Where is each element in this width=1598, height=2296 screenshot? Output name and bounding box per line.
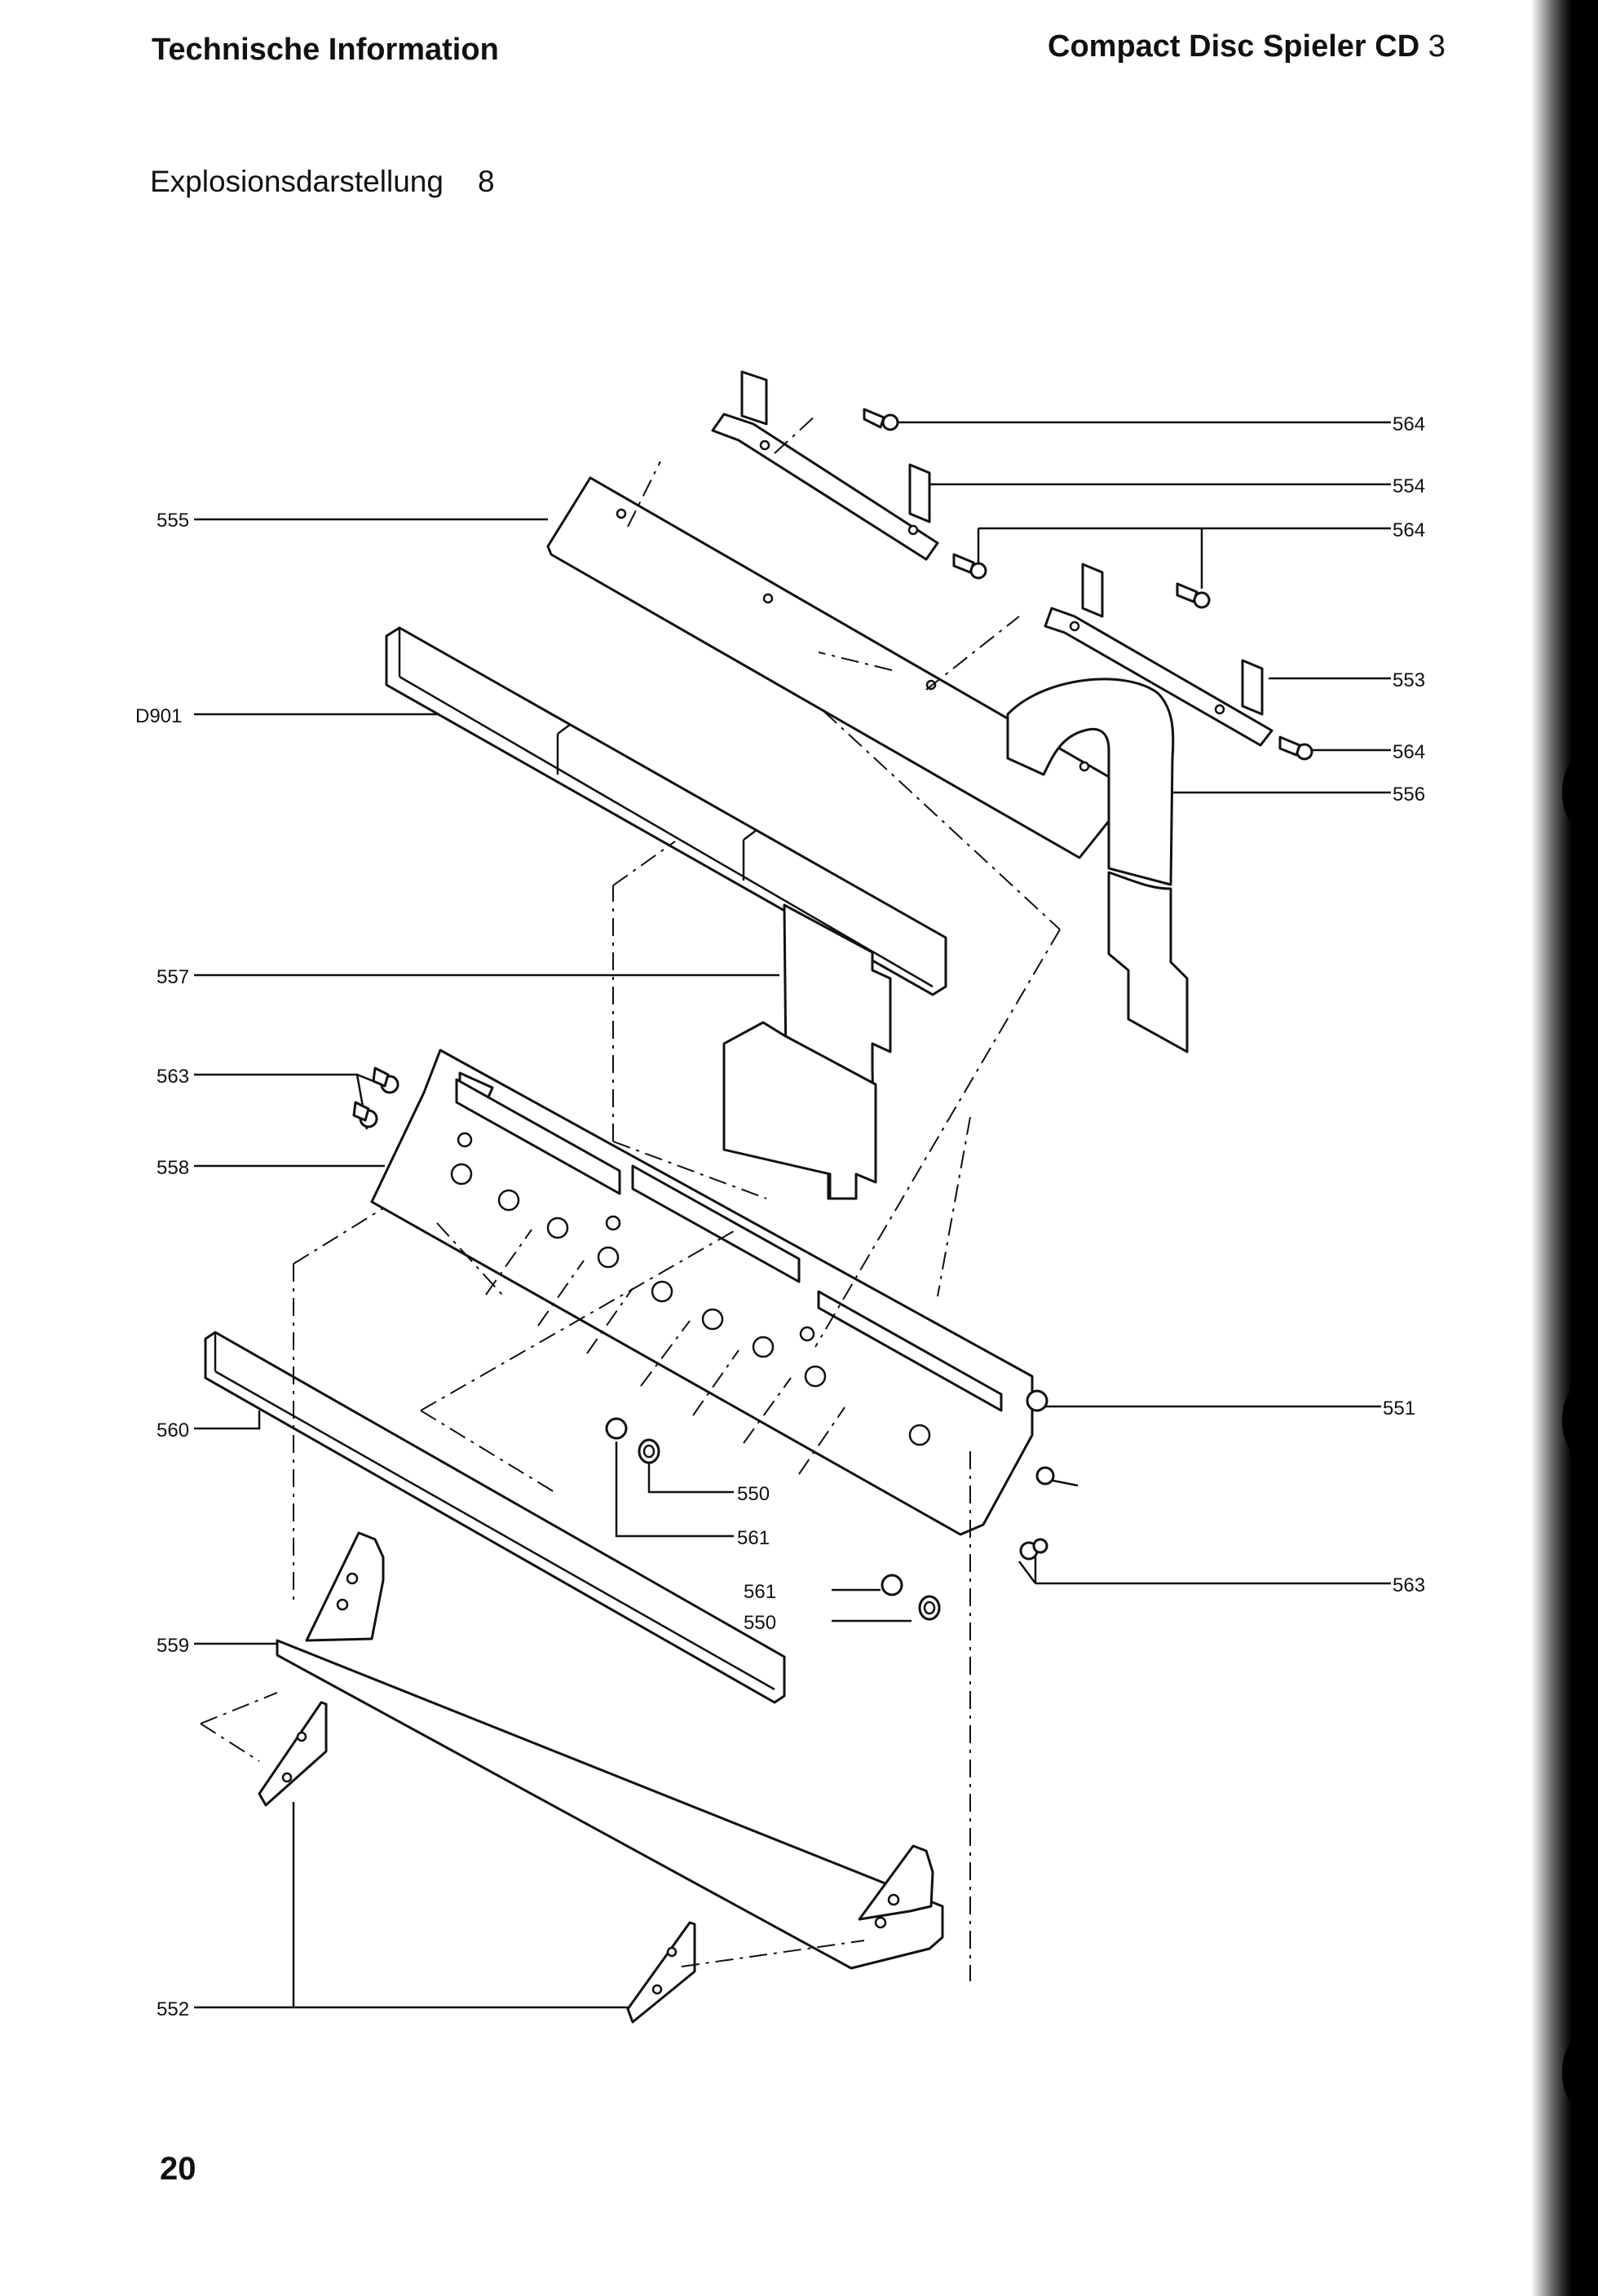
brackets-552 — [258, 1701, 696, 2024]
button-holes — [450, 1132, 931, 1446]
section-heading: Explosionsdarstellung 8 — [150, 165, 495, 199]
label-564-c: 564 — [1393, 741, 1425, 763]
label-563-right: 563 — [1393, 1574, 1425, 1596]
base-bracket-559 — [276, 1531, 944, 1970]
pins-551 — [1019, 1389, 1079, 1561]
label-559: 559 — [157, 1635, 189, 1657]
label-558: 558 — [157, 1157, 189, 1179]
label-550-a: 550 — [737, 1483, 770, 1505]
label-563-left: 563 — [157, 1066, 189, 1088]
front-panel-558 — [370, 1049, 1034, 1536]
display-d901 — [385, 626, 947, 996]
callout-labels-right: 564 554 564 553 564 556 551 563 — [1383, 413, 1425, 1596]
label-d901: D901 — [135, 705, 182, 727]
label-554: 554 — [1393, 475, 1425, 497]
label-564-a: 564 — [1393, 413, 1425, 435]
label-561-b: 561 — [744, 1581, 776, 1603]
label-564-b: 564 — [1393, 519, 1425, 541]
page-number: 20 — [160, 2151, 196, 2187]
leader-lines-right — [890, 421, 1391, 1585]
screw-564-top — [863, 408, 899, 431]
leader-lines-left — [194, 518, 779, 2009]
header-model-suffix: 3 — [1428, 29, 1446, 64]
knobs-550-561 — [605, 1417, 941, 1621]
label-552: 552 — [157, 1998, 189, 2020]
label-550-b: 550 — [744, 1612, 776, 1634]
section-number: 8 — [477, 165, 495, 198]
flex-cable-557 — [722, 903, 892, 1200]
bracket-554 — [711, 370, 939, 561]
screw-564-mid — [952, 553, 987, 580]
assembly-guide-lines — [200, 415, 1061, 1981]
scan-punch-hole — [1562, 758, 1598, 827]
bracket-553 — [1044, 563, 1313, 761]
header-right-title: Compact Disc Spieler CD 3 — [1048, 29, 1446, 64]
section-title: Explosionsdarstellung — [150, 165, 444, 198]
callout-labels-left: 555 D901 557 563 558 560 559 552 — [135, 510, 189, 2020]
scan-punch-hole — [1562, 2038, 1598, 2107]
scan-punch-hole — [1562, 1386, 1598, 1455]
label-553: 553 — [1393, 669, 1425, 691]
label-560: 560 — [157, 1420, 189, 1442]
header-left-title: Technische Information — [152, 33, 499, 67]
label-551: 551 — [1383, 1397, 1415, 1420]
label-555: 555 — [157, 510, 189, 532]
label-561-a: 561 — [737, 1527, 770, 1549]
ribbon-cable-556 — [1006, 678, 1189, 1053]
screws-563-left — [352, 1066, 400, 1128]
callout-labels-center: 550 561 561 550 — [737, 1483, 776, 1634]
label-556: 556 — [1393, 784, 1425, 806]
leader-lines-center — [615, 1442, 912, 1623]
label-557: 557 — [157, 966, 189, 988]
header-model-name: Compact Disc Spieler CD — [1048, 29, 1420, 64]
scan-edge-shadow — [1531, 0, 1598, 2296]
bar-560 — [204, 1331, 786, 1704]
